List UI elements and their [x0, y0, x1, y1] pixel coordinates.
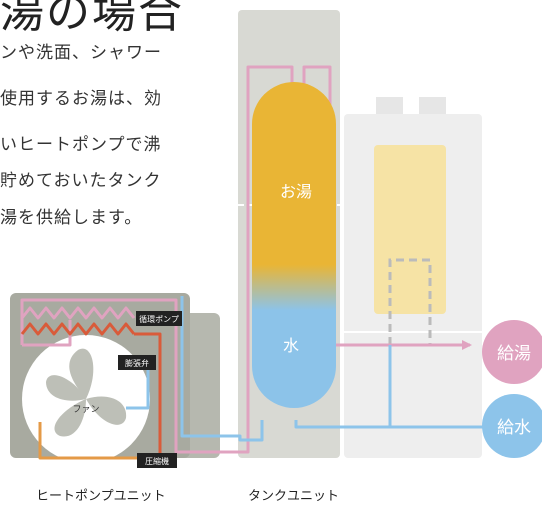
circulation-pump-label-bg — [136, 311, 182, 326]
description-line: 使用するお湯は、効 — [0, 89, 162, 109]
hot-supply-badge: 給湯 — [482, 320, 542, 384]
hot-supply-label: 給湯 — [497, 344, 531, 364]
compressor-label: 圧縮機 — [145, 456, 169, 466]
fan-label: ファン — [72, 405, 99, 415]
compressor-label-bg — [137, 453, 177, 468]
description-line: 貯めておいたタンク — [0, 171, 162, 191]
circulation-pump-label: 循環ポンプ — [139, 314, 179, 324]
cold-supply-label: 給水 — [497, 418, 531, 438]
pipes — [20, 65, 496, 460]
heat-pump-labels: 循環ポンプ 膨張弁 ファン 圧縮機 — [72, 311, 182, 468]
page-heading: 湯の場合 — [0, 0, 184, 38]
heat-pump-caption: ヒートポンプユニット — [36, 489, 166, 504]
tank-cold-label: 水 — [283, 336, 299, 355]
description-line: 湯を供給します。 — [0, 208, 143, 228]
expansion-valve-label: 膨張弁 — [125, 358, 149, 368]
faded-storage-unit — [344, 97, 482, 458]
tank-caption: タンクユニット — [248, 489, 340, 504]
expansion-valve-label-bg — [118, 355, 156, 370]
description-line: いヒートポンプで沸 — [0, 135, 162, 155]
description-line: ンや洗面、シャワー — [0, 43, 162, 63]
water-tank — [252, 82, 336, 408]
cold-supply-badge: 給水 — [482, 394, 542, 458]
tank-hot-label: お湯 — [280, 182, 312, 201]
fan-blades-icon — [46, 348, 127, 437]
